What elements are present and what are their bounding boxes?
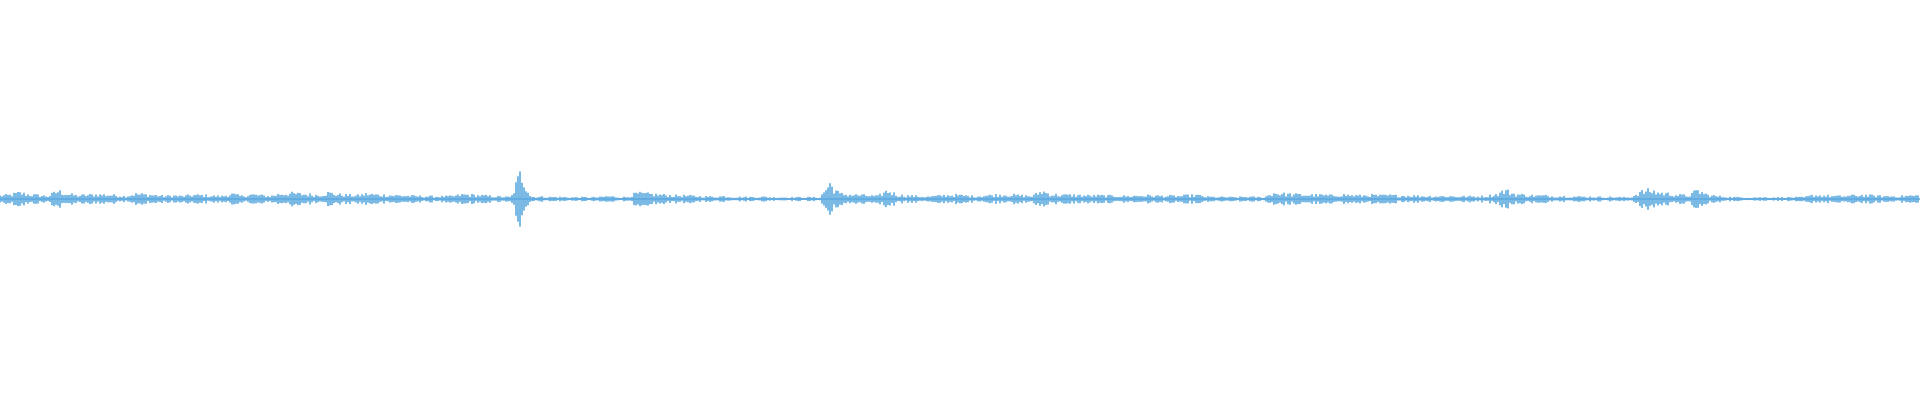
waveform-bars [0, 171, 1920, 227]
